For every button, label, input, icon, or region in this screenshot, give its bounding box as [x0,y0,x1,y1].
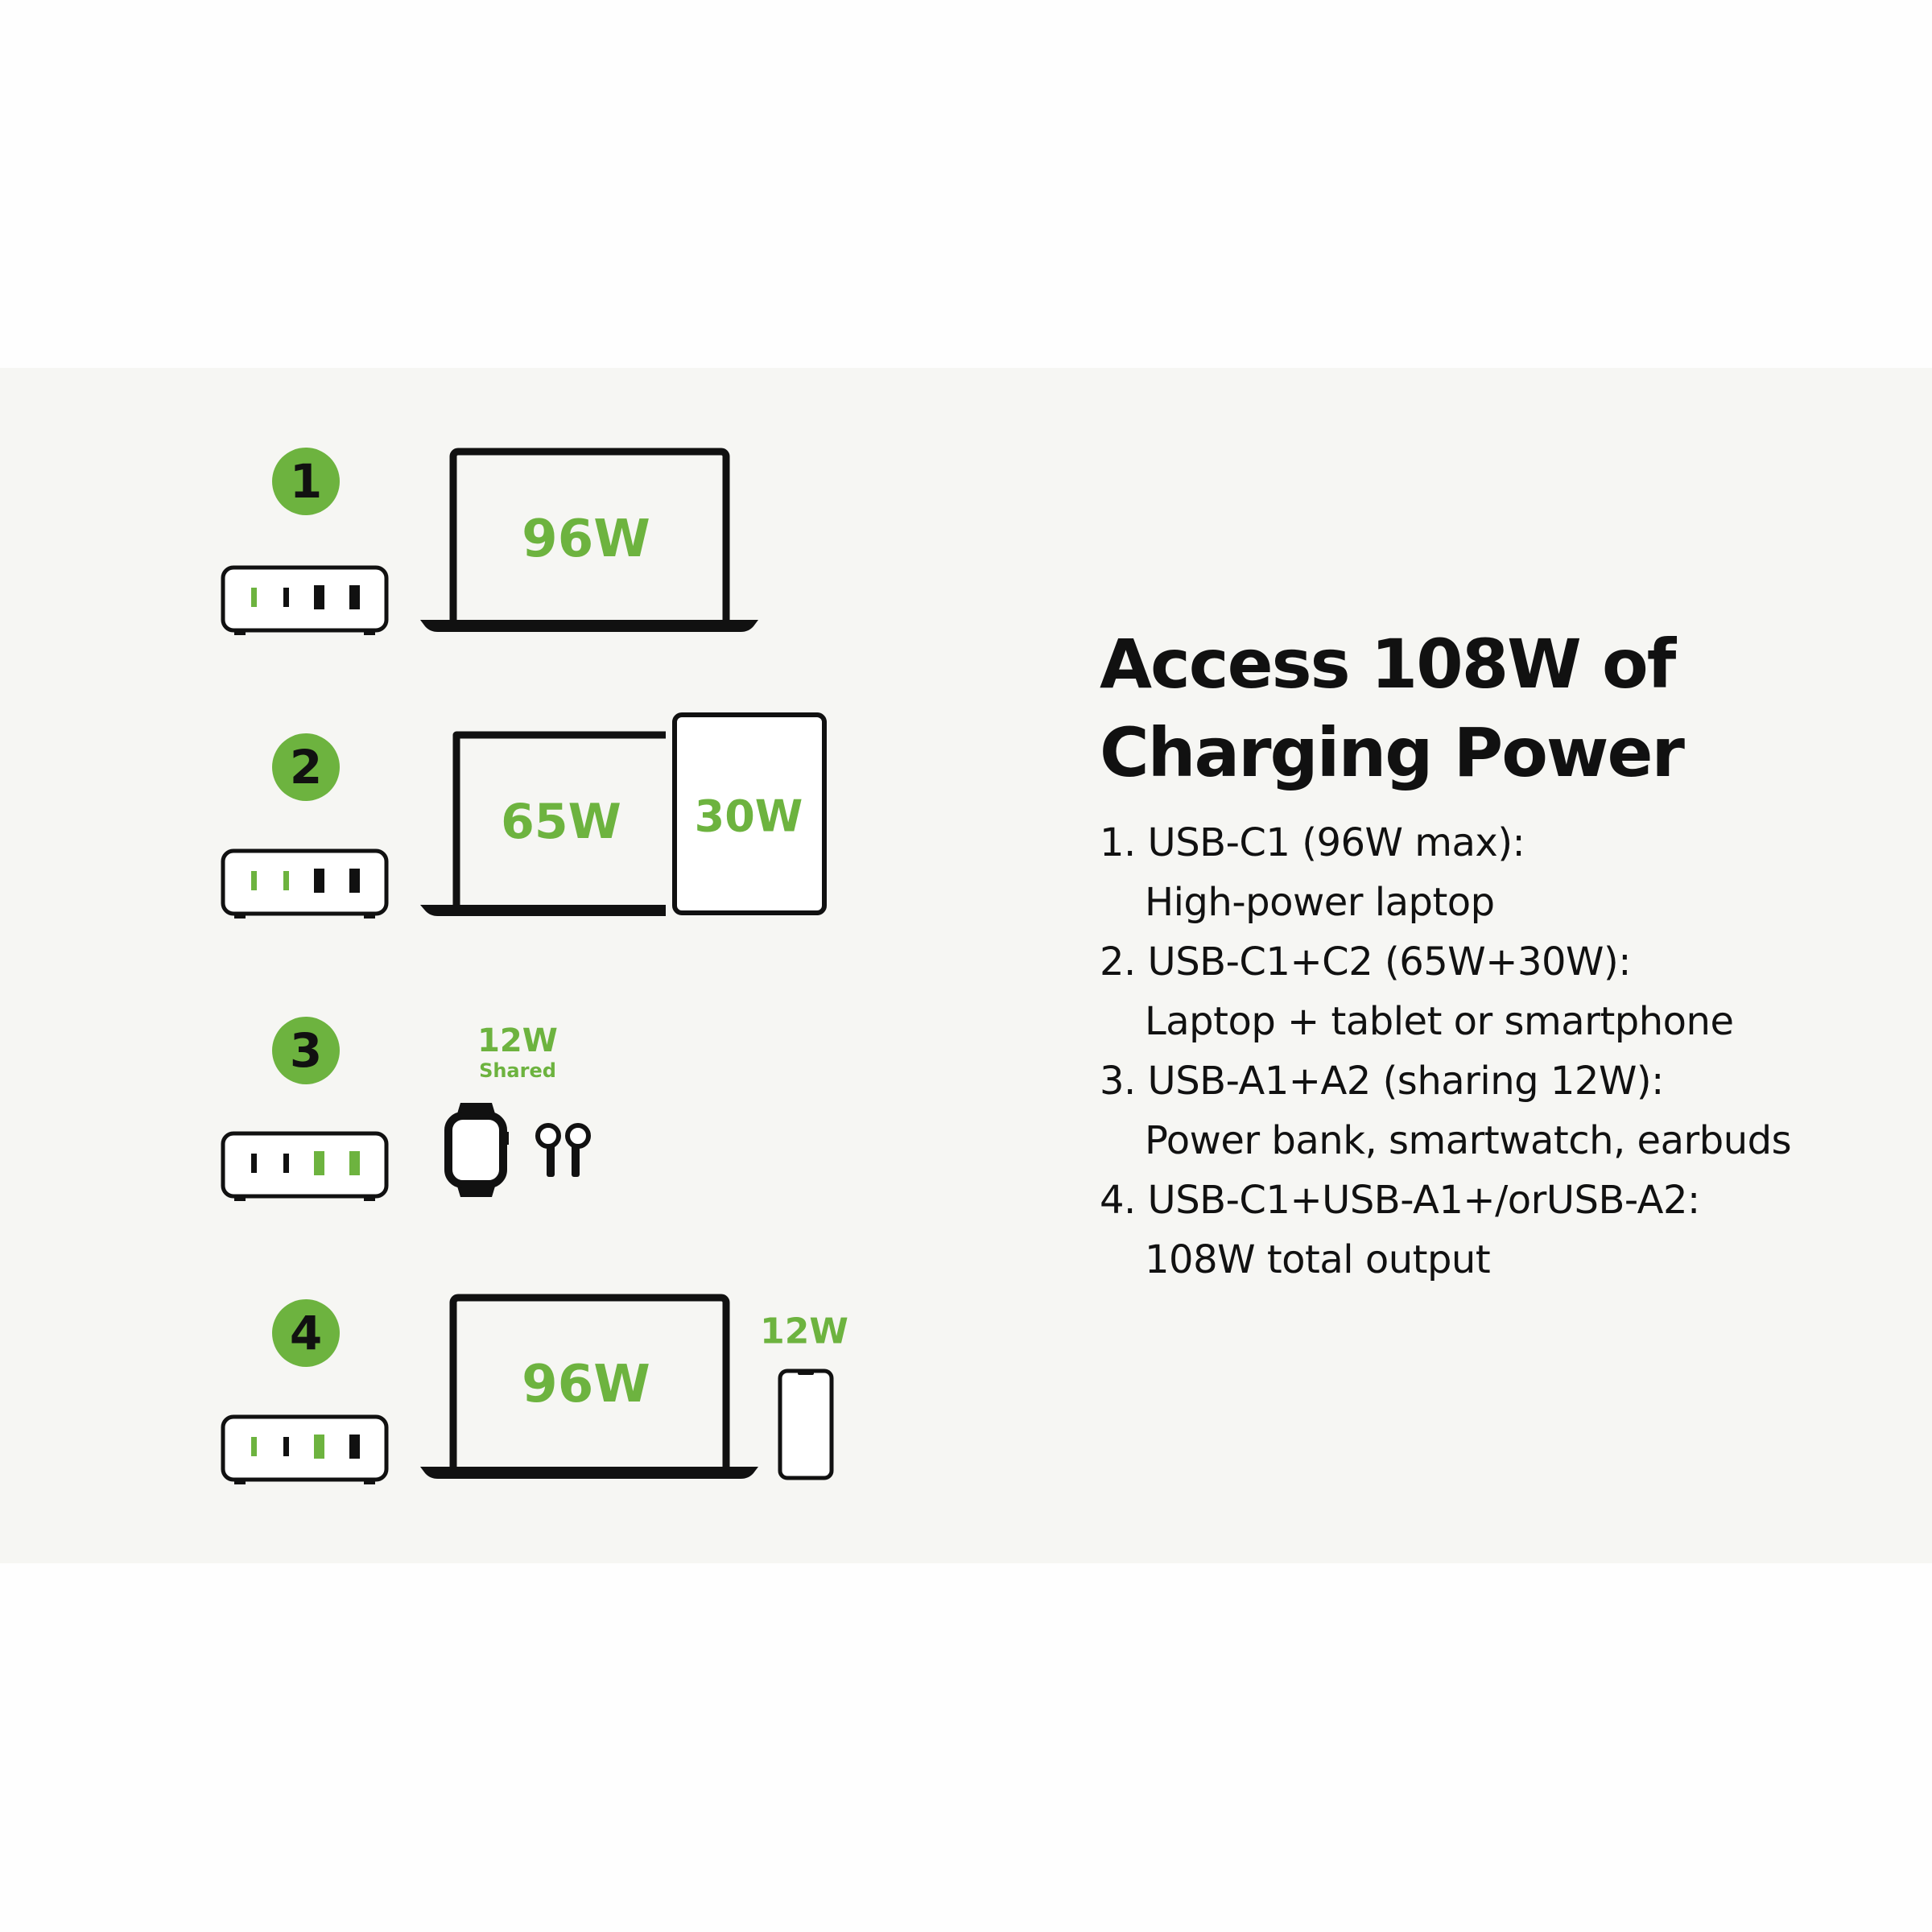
laptop-icon: 96W [420,448,758,632]
mode-detail: Laptop + tablet or smartphone [1145,999,1734,1044]
laptop-icon: 65W [420,731,666,916]
laptop-icon: 96W [420,1294,758,1479]
mode-3-shared-watt: 12W [477,1022,558,1059]
mode-4-laptop-watt: 96W [522,1355,650,1414]
mode-1-badge: 1 [272,448,340,515]
mode-2-laptop-watt: 65W [501,794,621,850]
smartphone-icon [778,1368,834,1480]
charger-icon [223,568,386,635]
mode-1: 1 96W [223,448,758,635]
mode-2-badge: 2 [272,733,340,801]
page-title: Access 108W of Charging Power [1100,620,1905,797]
mode-2: 2 65W 30W [223,712,827,919]
mode-detail: Power bank, smartwatch, earbuds [1145,1118,1792,1163]
mode-3-number: 3 [290,1023,322,1078]
list-item: 2. USB-C1+C2 (65W+30W): Laptop + tablet … [1100,932,1905,1051]
charger-icon [223,851,386,919]
list-item: 4. USB-C1+USB-A1+/orUSB-A2: 108W total o… [1100,1170,1905,1290]
mode-title: 1. USB-C1 (96W max): [1100,820,1525,865]
smartwatch-icon [444,1103,509,1197]
mode-4-phone-watt: 12W [760,1311,848,1352]
headline-line-1: Access 108W of [1100,625,1676,704]
mode-4: 4 96W 12W [223,1294,848,1484]
mode-3-shared-label: Shared [479,1059,556,1082]
mode-4-number: 4 [290,1306,322,1360]
mode-detail: 108W total output [1145,1237,1491,1282]
mode-1-laptop-watt: 96W [522,510,650,569]
tablet-icon: 30W [672,712,827,915]
description-block: Access 108W of Charging Power 1. USB-C1 … [1100,620,1905,1290]
mode-2-tablet-watt: 30W [695,791,803,842]
headline-line-2: Charging Power [1100,713,1685,792]
mode-4-badge: 4 [272,1299,340,1367]
list-item: 1. USB-C1 (96W max): High-power laptop [1100,813,1905,932]
mode-3: 3 12W Shared [223,1017,591,1201]
mode-detail: High-power laptop [1145,880,1495,925]
mode-title: 3. USB-A1+A2 (sharing 12W): [1100,1059,1664,1104]
mode-title: 2. USB-C1+C2 (65W+30W): [1100,939,1631,985]
mode-title: 4. USB-C1+USB-A1+/orUSB-A2: [1100,1178,1700,1223]
list-item: 3. USB-A1+A2 (sharing 12W): Power bank, … [1100,1051,1905,1170]
mode-3-badge: 3 [272,1017,340,1084]
earbuds-icon [535,1123,591,1177]
charger-icon [223,1133,386,1201]
mode-2-number: 2 [290,740,322,795]
mode-list: 1. USB-C1 (96W max): High-power laptop 2… [1100,813,1905,1290]
mode-1-number: 1 [290,454,322,509]
charger-icon [223,1417,386,1484]
